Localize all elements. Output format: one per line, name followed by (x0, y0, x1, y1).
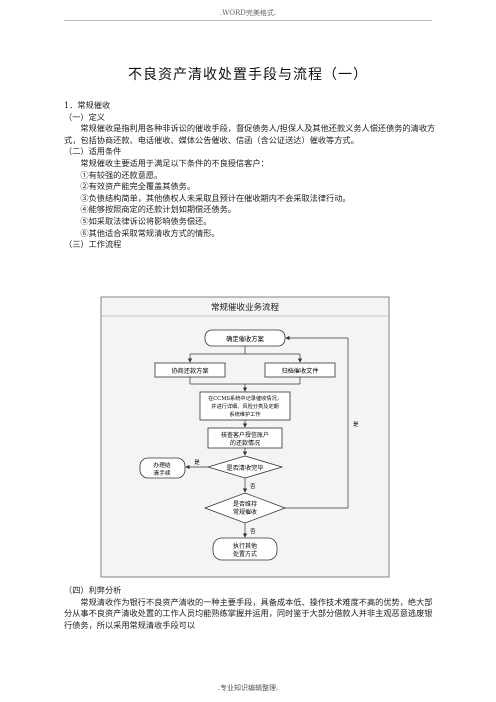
section-heading: 1．常规催收 (64, 100, 111, 110)
label-no-2: 否 (250, 528, 256, 535)
step-negotiate-label: 协商还款方案 (171, 367, 209, 375)
flowchart-title: 常规催收业务流程 (211, 302, 280, 313)
label-no: 否 (250, 483, 256, 490)
step-close-box (139, 457, 186, 479)
label-yes: 是 (194, 459, 200, 466)
step-record-box (199, 391, 291, 421)
step-plan-label: 确定催收方案 (226, 334, 264, 343)
paragraph-definition: 常规催收是指利用各种非诉讼的催收手段，督促债务人/担保人及其他还款义务人偿还债务… (64, 123, 436, 145)
section-part-2: （四）利弊分析 常规清收作为银行不良资产清收的一种主要手段，具备成本低、操作技术… (64, 585, 436, 631)
step-close-line: 办理结 (153, 461, 171, 469)
list-item: ④能够按照商定的还款计划如期偿还债务。 (80, 204, 236, 215)
list-item: ⑥其他适合采取常规清收方式的情形。 (80, 227, 220, 238)
list-item: ②有效资产能完全覆盖其债务。 (80, 181, 196, 192)
list-item: ③负债结构简单，其他债权人未采取且预计在催收期内不会采取法律行动。 (80, 192, 351, 203)
footer-note: .专业知识编辑整理. (217, 684, 279, 692)
step-other-box (212, 537, 278, 561)
step-check-line: 的还款情况 (230, 439, 260, 447)
list-item: ①有较强的还款意愿。 (80, 169, 163, 180)
decision-continue-line: 是否维持 (233, 500, 257, 508)
header-rule (64, 20, 432, 21)
step-close-line: 清手续 (153, 469, 171, 477)
subsection-heading: （二）适用条件 (64, 146, 122, 157)
flowchart: 常规催收业务流程 确定催收方案 协商还款方案 归档催收文件 在CCMS系统中记录… (100, 296, 390, 578)
subsection-heading: （四）利弊分析 (64, 585, 122, 595)
decision-done-label: 是否清收完毕 (226, 464, 263, 472)
subsection-heading: （三）工作流程 (64, 239, 122, 250)
label-yes-loop: 是 (353, 421, 359, 428)
step-record-line: 系统维护工作 (229, 410, 260, 418)
step-archive-label: 归档催收文件 (281, 367, 318, 375)
page-title: 不良资产清收处置手段与流程（一） (128, 67, 368, 83)
flowchart-svg: 常规催收业务流程 确定催收方案 协商还款方案 归档催收文件 在CCMS系统中记录… (100, 296, 390, 578)
subsection-heading: （一）定义 (64, 111, 105, 122)
step-record-line: 在CCMS系统中记录催收情况， (208, 394, 282, 402)
step-record-line: 并进行详细、风险分类及定期 (211, 402, 278, 410)
step-other-line: 执行其他 (233, 542, 257, 550)
step-other-line: 处置方式 (233, 550, 257, 558)
decision-continue-line: 常规催收 (233, 508, 257, 516)
paragraph-pros-cons: 常规清收作为银行不良资产清收的一种主要手段，具备成本低、操作技术难度不高的优势，… (64, 596, 433, 630)
list-item: ⑤如采取法律诉讼将影响债务偿还。 (80, 215, 212, 226)
header-note: .WORD完美格式. (219, 9, 277, 17)
section-part-1: 1．常规催收 （一）定义 常规催收是指利用各种非诉讼的催收手段，督促债务人/担保… (64, 100, 436, 251)
step-check-line: 核查客户授信账户 (221, 431, 269, 439)
paragraph-condition-intro: 常规催收主要适用于满足以下条件的不良授信客户： (80, 157, 269, 168)
